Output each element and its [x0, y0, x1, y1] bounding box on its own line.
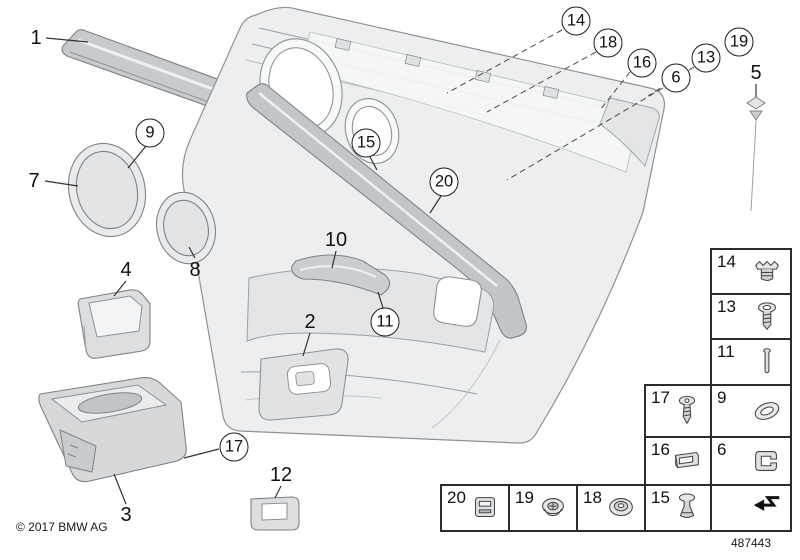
callout-4: 4	[120, 259, 132, 281]
parts-table-cell-6: 6	[710, 436, 792, 486]
parts-table-cell-16: 16	[644, 436, 712, 486]
callout-6: 6	[661, 63, 691, 93]
cell-number-9: 9	[717, 388, 727, 407]
callout-12: 12	[269, 464, 293, 486]
callout-19: 19	[724, 27, 754, 57]
parts-table-cell-18: 18	[576, 484, 646, 532]
tapping-screw-icon	[669, 393, 705, 429]
direction-of-travel-icon	[749, 490, 785, 526]
plug-icon	[603, 490, 639, 526]
part-switch-trim-2	[258, 348, 349, 421]
callout-14: 14	[561, 6, 591, 36]
callout-5: 5	[750, 62, 762, 84]
cell-number-18: 18	[583, 488, 602, 507]
callout-18: 18	[593, 28, 623, 58]
cell-number-20: 20	[447, 488, 466, 507]
part-speaker-cover-7	[67, 142, 147, 238]
parts-table-cell-14: 14	[710, 248, 792, 295]
cell-number-11: 11	[717, 342, 735, 361]
panel-crease	[431, 339, 501, 429]
parts-table-cell-20: 20	[440, 484, 510, 532]
doc-number: 487443	[730, 536, 772, 550]
cell-number-16: 16	[651, 440, 670, 459]
pin-icon	[749, 344, 785, 380]
screw-icon	[749, 299, 785, 335]
part-speaker-cover-8	[155, 191, 217, 265]
callout-17: 17	[219, 432, 249, 462]
callout-10: 10	[324, 229, 348, 251]
part-decor-strip-20	[246, 83, 527, 339]
callout-3: 3	[120, 504, 132, 526]
cell-number-17: 17	[651, 388, 670, 407]
parts-table-cell-13: 13	[710, 293, 792, 340]
sheet-clip-icon	[669, 443, 705, 479]
oval-cap-icon	[749, 393, 785, 429]
part-armrest-support-3	[38, 377, 187, 483]
part-grommet-5	[746, 96, 766, 212]
parts-table-cell-15: 15	[644, 484, 712, 532]
parts-table-cell-11: 11	[710, 338, 792, 386]
parts-table-cell-arrow	[710, 484, 792, 532]
parts-table-cell-9: 9	[710, 384, 792, 438]
callout-2: 2	[304, 311, 316, 333]
cell-number-13: 13	[717, 297, 736, 316]
spring-clip-icon	[749, 443, 785, 479]
callout-9: 9	[135, 118, 165, 148]
callout-7: 7	[28, 170, 40, 192]
callout-16: 16	[627, 48, 657, 78]
cell-number-6: 6	[717, 440, 727, 459]
expanding-rivet-icon	[669, 490, 705, 526]
cell-number-19: 19	[515, 488, 534, 507]
part-storage-tray-4	[77, 289, 151, 359]
dashed-leader-lines	[446, 29, 695, 181]
callout-15: 15	[351, 128, 381, 158]
cell-number-15: 15	[651, 488, 670, 507]
copyright-text: © 2017 BMW AG	[16, 520, 108, 534]
parts-table-cell-19: 19	[508, 484, 578, 532]
door-pull-cup	[433, 276, 482, 327]
callout-1: 1	[30, 27, 42, 49]
callout-8: 8	[189, 259, 201, 281]
part-bracket-12	[250, 496, 300, 531]
callout-13: 13	[691, 43, 721, 73]
callout-20: 20	[429, 167, 459, 197]
leader-lines	[44, 37, 757, 505]
expanding-nut-icon	[749, 254, 785, 290]
clamp-icon	[467, 490, 503, 526]
parts-table-cell-17: 17	[644, 384, 712, 438]
cell-number-14: 14	[717, 252, 736, 271]
part-handle-trim-10	[291, 254, 391, 296]
grommet-icon	[535, 490, 571, 526]
callout-11: 11	[370, 307, 400, 337]
